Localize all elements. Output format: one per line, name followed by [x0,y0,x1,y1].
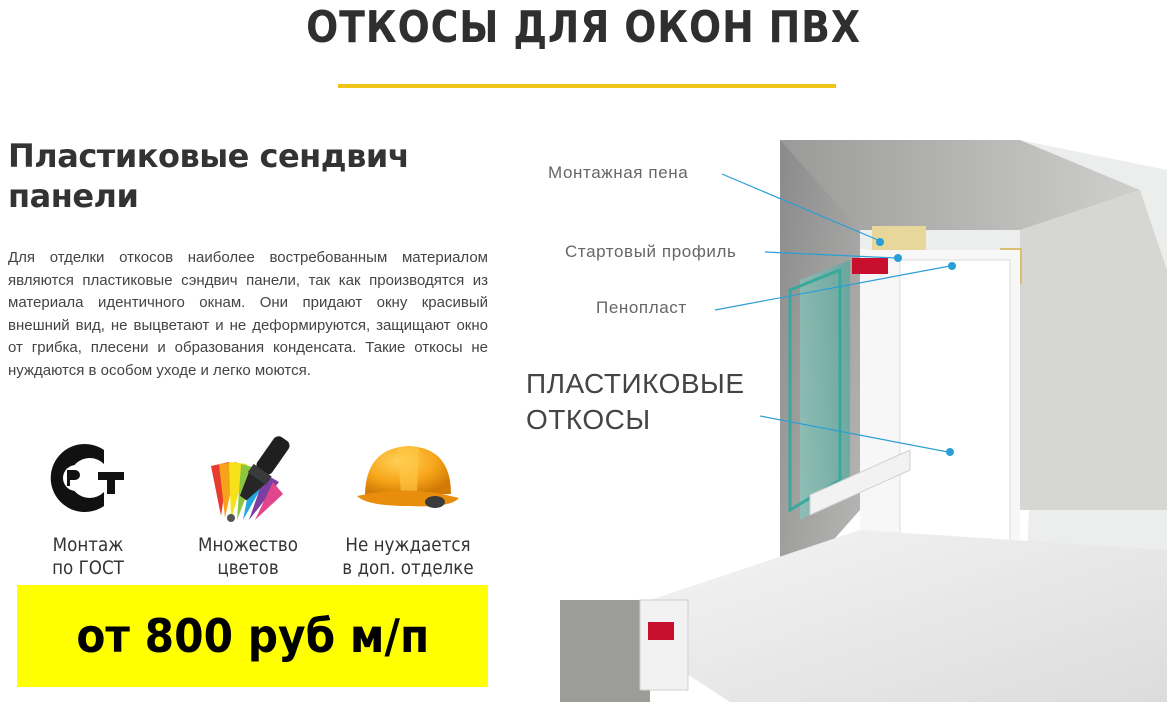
callout-plastic-slopes-line2: ОТКОСЫ [526,404,651,435]
color-palette-icon [168,426,328,530]
callout-mounting-foam: Монтажная пена [548,163,689,182]
page-title: ОТКОСЫ ДЛЯ ОКОН ПВХ [306,2,861,53]
window-slope-illustration [560,140,1167,702]
feature-no-finish: Не нуждается в доп. отделке [328,426,488,580]
price-banner: от 800 руб м/п [17,585,488,687]
section-title: Пластиковые сендвич панели [8,137,410,215]
hard-hat-icon [328,426,488,530]
section-description: Для отделки откосов наиболее востребован… [8,249,488,379]
feature-label: Монтаж по ГОСТ [52,534,124,579]
feature-gost: Монтаж по ГОСТ [8,426,168,580]
feature-label: Не нуждается в доп. отделке [342,534,474,579]
callout-plastic-slopes-line1: ПЛАСТИКОВЫЕ [526,368,745,399]
callout-plastic-slopes: ПЛАСТИКОВЫЕ ОТКОСЫ [526,366,745,438]
price-text: от 800 руб м/п [76,609,429,663]
gost-certification-icon [8,426,168,530]
title-underline [338,84,836,88]
callout-foam-plastic: Пенопласт [596,298,687,317]
feature-label: Множество цветов [198,534,298,579]
callout-start-profile: Стартовый профиль [565,242,737,261]
feature-colors: Множество цветов [168,426,328,580]
